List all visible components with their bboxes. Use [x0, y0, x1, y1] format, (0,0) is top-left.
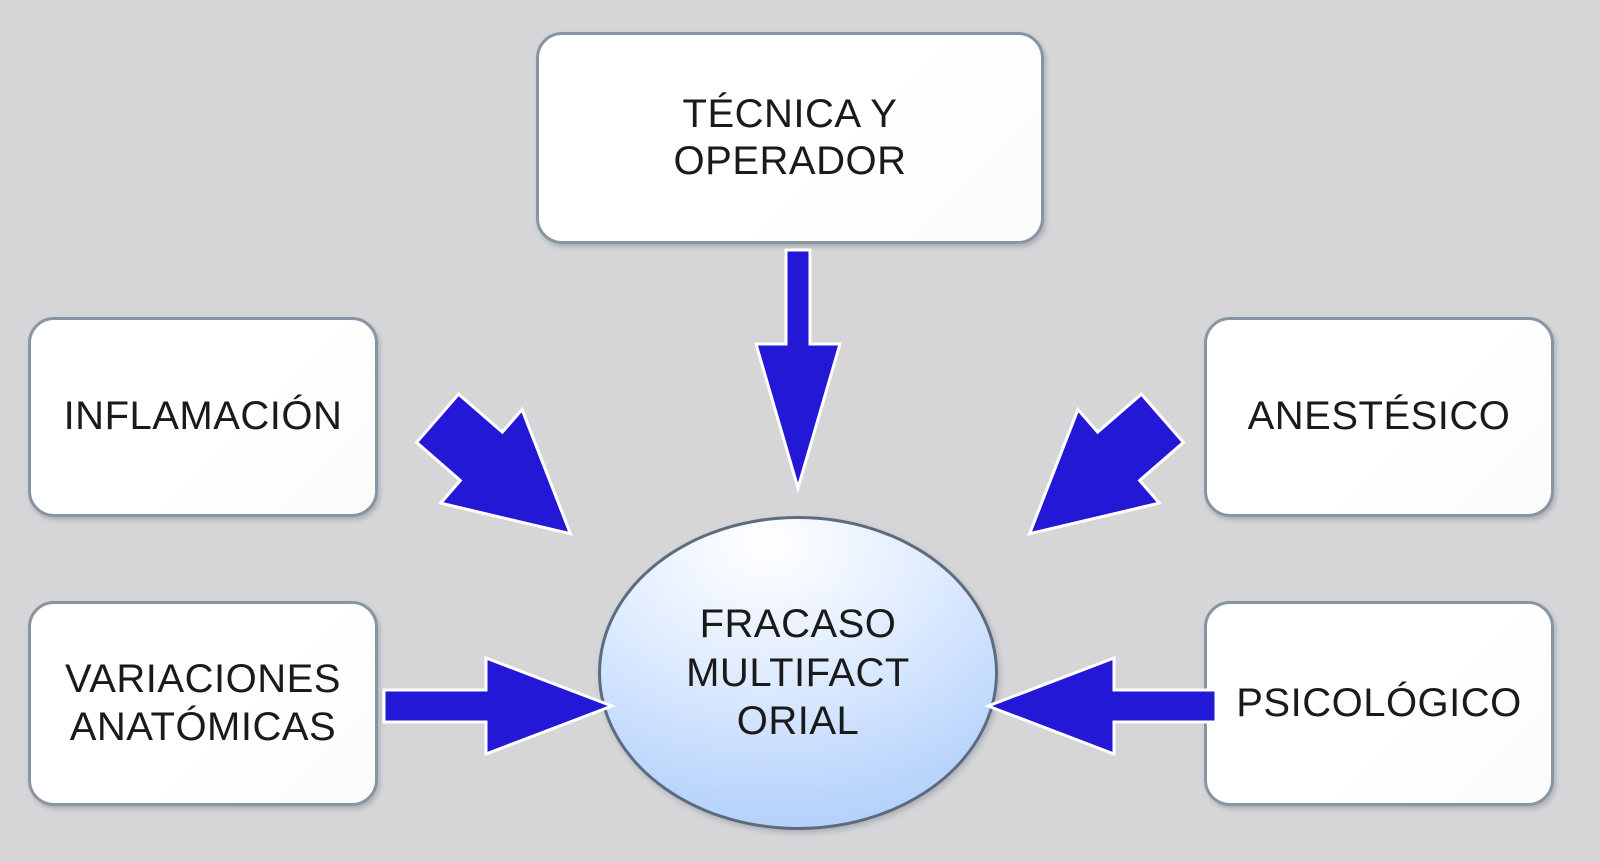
node-inflamacion[interactable]: INFLAMACIÓN: [28, 317, 378, 517]
node-anestesico[interactable]: ANESTÉSICO: [1204, 317, 1554, 517]
node-tecnica-label: TÉCNICA Y OPERADOR: [673, 91, 907, 183]
node-psicologico[interactable]: PSICOLÓGICO: [1204, 601, 1554, 806]
node-anestesico-label: ANESTÉSICO: [1247, 394, 1511, 439]
node-inflamacion-label: INFLAMACIÓN: [63, 394, 343, 439]
node-psicologico-label: PSICOLÓGICO: [1236, 680, 1522, 725]
arrow-inflamacion-to-center-icon: [396, 386, 612, 566]
arrow-anestesico-to-center-icon: [988, 386, 1204, 566]
arrow-psicologico-to-center-icon: [983, 654, 1218, 758]
node-fracaso-multifactorial[interactable]: FRACASO MULTIFACT ORIAL: [598, 516, 998, 830]
arrow-tecnica-to-center-icon: [738, 248, 858, 494]
node-variaciones-label: VARIACIONES ANATÓMICAS: [65, 657, 341, 749]
node-variaciones-anatomicas[interactable]: VARIACIONES ANATÓMICAS: [28, 601, 378, 806]
node-tecnica-y-operador[interactable]: TÉCNICA Y OPERADOR: [536, 32, 1044, 244]
node-center-label: FRACASO MULTIFACT ORIAL: [686, 601, 910, 744]
arrow-variaciones-to-center-icon: [382, 654, 617, 758]
